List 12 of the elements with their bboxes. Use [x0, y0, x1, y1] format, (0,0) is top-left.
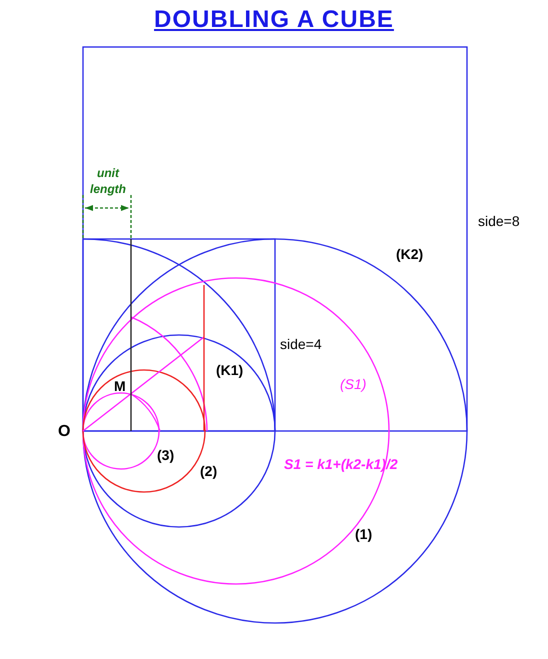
circle-label: (S1): [340, 376, 366, 392]
title: DOUBLING A CUBE: [153, 6, 395, 34]
circle-label: (K1): [216, 362, 244, 378]
circle-label: (2): [200, 463, 218, 479]
dimension-label: unit length: [89, 165, 127, 197]
side-label: side=4: [280, 336, 322, 352]
point-label: M: [114, 378, 126, 394]
side-label: side=8: [478, 213, 520, 229]
circle-label: (3): [157, 447, 174, 463]
point-label: O: [58, 424, 70, 440]
circle-label: (K2): [396, 246, 424, 262]
circle-label: (1): [355, 526, 372, 542]
